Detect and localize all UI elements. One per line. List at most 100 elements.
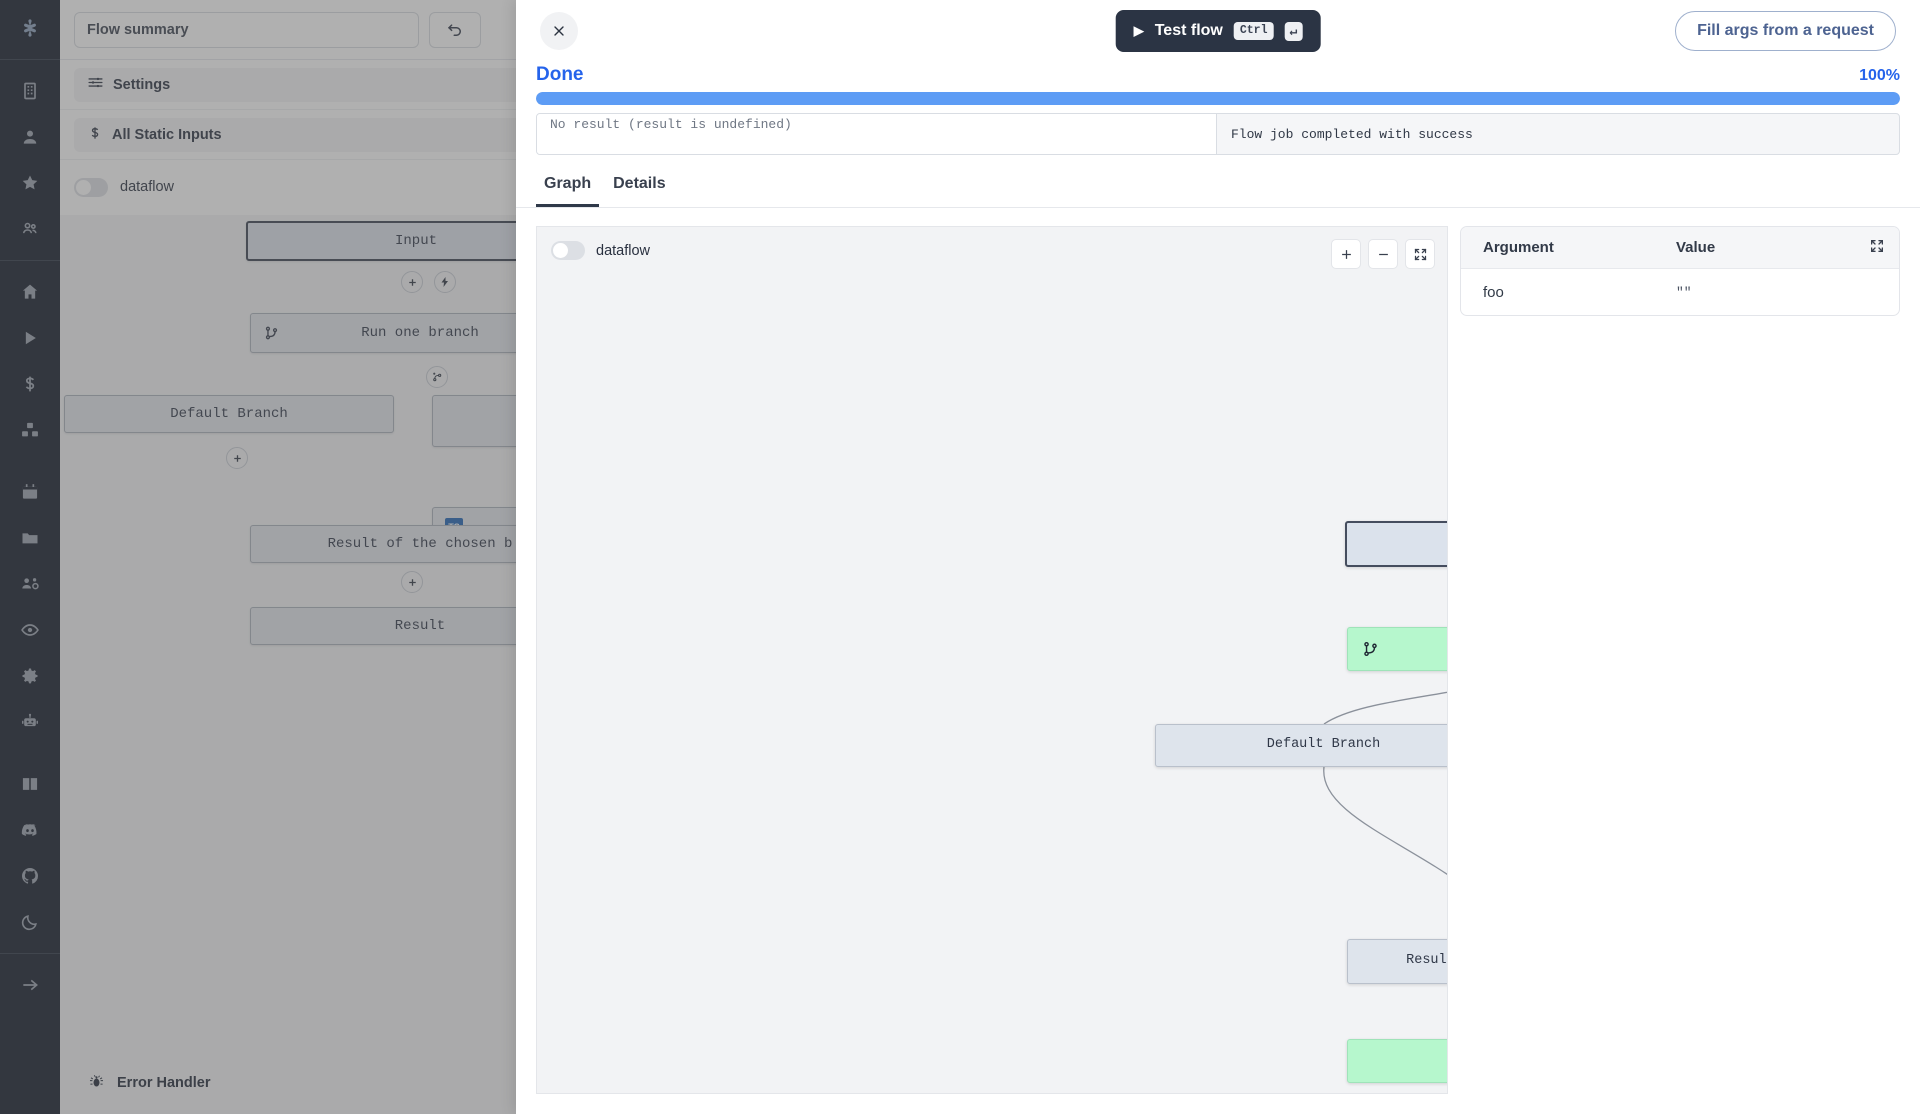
bug-icon bbox=[88, 1073, 105, 1094]
result-left-panel[interactable]: No result (result is undefined) bbox=[537, 114, 1217, 154]
kbd-enter: ↵ bbox=[1284, 21, 1303, 41]
graph-node-run-one-branch[interactable]: Run one branch a bbox=[1347, 627, 1447, 671]
expand-icon[interactable] bbox=[1869, 238, 1885, 258]
dataflow-label-background: dataflow bbox=[120, 179, 175, 195]
dollar-icon bbox=[87, 125, 103, 145]
bg-node-label: Result bbox=[394, 618, 446, 634]
args-table-header: Argument Value bbox=[1461, 227, 1899, 269]
play-icon: ▶ bbox=[1133, 23, 1144, 38]
nav-item-play-icon[interactable] bbox=[0, 315, 60, 361]
test-flow-label: Test flow bbox=[1154, 22, 1223, 39]
tab-details[interactable]: Details bbox=[613, 175, 666, 192]
nav-item-users-icon[interactable] bbox=[0, 206, 60, 252]
tab-graph[interactable]: Graph bbox=[536, 171, 600, 207]
nav-item-discord-icon[interactable] bbox=[0, 807, 60, 853]
nav-item-dollar-icon[interactable] bbox=[0, 361, 60, 407]
nav-item-gear-icon[interactable] bbox=[0, 653, 60, 699]
graph-node-label: Default Branch bbox=[1266, 737, 1381, 753]
progress-bar-fill bbox=[536, 92, 1900, 105]
settings-label: Settings bbox=[113, 76, 171, 93]
modal-body: dataflow bbox=[516, 208, 1920, 1114]
bg-add-step-icon-2[interactable] bbox=[226, 447, 248, 469]
nav-item-arrow-right-icon[interactable] bbox=[0, 962, 60, 1008]
nav-item-boxes-icon[interactable] bbox=[0, 407, 60, 453]
flow-summary-input[interactable]: Flow summary bbox=[74, 11, 419, 48]
graph-node-label: Result of the chosen branch bbox=[1406, 953, 1447, 969]
windmill-logo-icon[interactable] bbox=[0, 0, 60, 60]
nav-group-links bbox=[0, 753, 60, 953]
static-inputs-label: All Static Inputs bbox=[112, 126, 222, 143]
bg-lightning-icon[interactable] bbox=[434, 271, 456, 293]
graph-node-default-branch[interactable]: Default Branch bbox=[1155, 724, 1447, 767]
no-result-text: No result (result is undefined) bbox=[550, 116, 792, 132]
progress-bar bbox=[536, 92, 1900, 105]
fill-args-from-request-button[interactable]: Fill args from a request bbox=[1675, 11, 1896, 51]
nav-item-moon-icon[interactable] bbox=[0, 899, 60, 945]
table-row[interactable]: foo "" bbox=[1461, 269, 1899, 315]
plus-icon[interactable] bbox=[1331, 239, 1361, 269]
graph-node-input[interactable]: Input bbox=[1345, 521, 1447, 567]
expand-icon[interactable] bbox=[1405, 239, 1435, 269]
status-text: Done bbox=[536, 64, 584, 85]
nav-group-expand bbox=[0, 953, 60, 1016]
nav-group-admin bbox=[0, 461, 60, 753]
bg-node-label: Run one branch bbox=[361, 325, 479, 341]
args-pane: Argument Value foo "" bbox=[1460, 226, 1900, 1094]
status-percent: 100% bbox=[1859, 67, 1900, 84]
dataflow-toggle-background[interactable] bbox=[74, 177, 108, 197]
background-bottombar: Error Handler bbox=[60, 1052, 1920, 1114]
git-branch-icon bbox=[1361, 640, 1380, 659]
sliders-icon bbox=[87, 74, 104, 95]
column-header-argument: Argument bbox=[1483, 239, 1554, 256]
kbd-ctrl: Ctrl bbox=[1233, 22, 1274, 40]
result-right-panel: Flow job completed with success bbox=[1217, 114, 1899, 154]
bg-add-step-icon-3[interactable] bbox=[401, 571, 423, 593]
result-strip: No result (result is undefined) Flow job… bbox=[536, 113, 1900, 155]
modal-header: ▶ Test flow Ctrl ↵ Fill args from a requ… bbox=[516, 0, 1920, 62]
nav-item-folder-icon[interactable] bbox=[0, 515, 60, 561]
nav-rail bbox=[0, 0, 60, 1114]
error-handler-label: Error Handler bbox=[117, 1075, 211, 1091]
graph-edges bbox=[1323, 691, 1447, 876]
nav-group-workspace bbox=[0, 60, 60, 261]
nav-item-github-icon[interactable] bbox=[0, 853, 60, 899]
git-branch-icon bbox=[263, 325, 280, 342]
fill-args-label: Fill args from a request bbox=[1697, 22, 1874, 39]
nav-item-calendar-icon[interactable] bbox=[0, 469, 60, 515]
nav-item-eye-icon[interactable] bbox=[0, 607, 60, 653]
nav-item-user-icon[interactable] bbox=[0, 114, 60, 160]
dataflow-label: dataflow bbox=[596, 242, 651, 259]
error-handler-chip[interactable]: Error Handler bbox=[74, 1065, 225, 1101]
column-header-value: Value bbox=[1676, 239, 1716, 256]
close-icon[interactable] bbox=[540, 12, 578, 50]
bg-add-branch-icon[interactable] bbox=[426, 366, 448, 388]
bg-node-label: Input bbox=[394, 233, 437, 249]
undo-icon[interactable] bbox=[429, 11, 481, 48]
bg-add-step-icon-1[interactable] bbox=[401, 271, 423, 293]
modal-tabs: Graph Details bbox=[516, 155, 1920, 208]
test-flow-button[interactable]: ▶ Test flow Ctrl ↵ bbox=[1115, 10, 1321, 52]
nav-item-robot-icon[interactable] bbox=[0, 699, 60, 745]
nav-item-people-gear-icon[interactable] bbox=[0, 561, 60, 607]
minus-icon[interactable] bbox=[1368, 239, 1398, 269]
progress-area: Done 100% bbox=[516, 62, 1920, 105]
cell-value: "" bbox=[1676, 284, 1692, 300]
graph-node-result[interactable]: Result bbox=[1347, 1039, 1447, 1083]
test-flow-modal: ▶ Test flow Ctrl ↵ Fill args from a requ… bbox=[516, 0, 1920, 1114]
graph-node-result-of-chosen-branch[interactable]: Result of the chosen branch a bbox=[1347, 939, 1447, 984]
graph-pane[interactable]: dataflow bbox=[536, 226, 1448, 1094]
graph-toolbar-right bbox=[1331, 239, 1435, 269]
job-status-text: Flow job completed with success bbox=[1231, 126, 1473, 142]
bg-node-default-branch[interactable]: Default Branch bbox=[64, 395, 394, 433]
nav-group-main bbox=[0, 261, 60, 461]
dataflow-toggle[interactable] bbox=[551, 241, 585, 260]
bg-node-label: Result of the chosen b bbox=[327, 536, 513, 552]
nav-item-building-icon[interactable] bbox=[0, 68, 60, 114]
nav-item-book-icon[interactable] bbox=[0, 761, 60, 807]
graph-toolbar-left: dataflow bbox=[551, 241, 650, 260]
nav-item-home-icon[interactable] bbox=[0, 269, 60, 315]
nav-item-star-icon[interactable] bbox=[0, 160, 60, 206]
args-table: Argument Value foo "" bbox=[1460, 226, 1900, 316]
bg-node-label: Default Branch bbox=[170, 406, 288, 422]
